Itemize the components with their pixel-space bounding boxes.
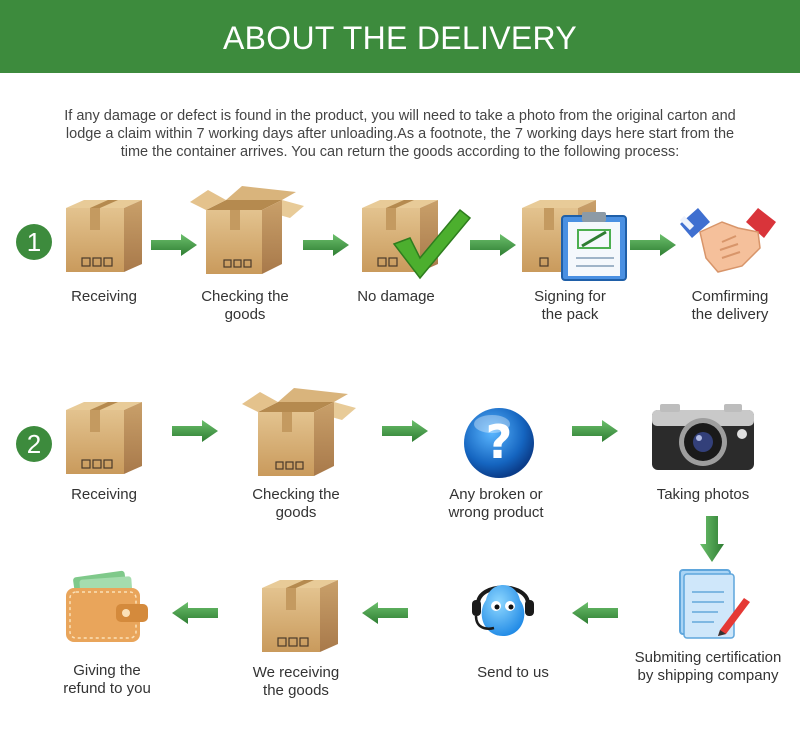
step2-submitting-label: Submiting certification by shipping comp… — [634, 649, 782, 684]
step2-refund-label: Giving the refund to you — [63, 662, 151, 697]
step-confirming-label: Comfirming the delivery — [691, 288, 769, 323]
step2-checking-label: Checking the goods — [252, 486, 340, 521]
arrow-right-icon — [470, 234, 516, 256]
arrow-right-icon — [303, 234, 349, 256]
intro-line-3: time the container arrives. You can retu… — [120, 144, 680, 160]
step2-we-receiving-label: We receiving the goods — [252, 664, 340, 699]
arrow-left-icon — [572, 602, 618, 624]
open-box-icon — [242, 388, 356, 476]
arrow-down-icon — [700, 516, 724, 562]
arrow-left-icon — [172, 602, 218, 624]
camera-icon — [652, 404, 754, 470]
arrow-right-icon — [382, 420, 428, 442]
handshake-icon — [679, 208, 776, 273]
clipboard-sign-icon — [522, 200, 627, 281]
step2-send-label: Send to us — [477, 664, 549, 681]
step2-photos-label: Taking photos — [656, 486, 750, 503]
box-icon — [262, 580, 338, 652]
step-no-damage-label: No damage — [357, 288, 435, 305]
box-icon — [66, 200, 142, 272]
arrow-right-icon — [572, 420, 618, 442]
step2-receiving-label: Receiving — [71, 486, 137, 503]
wallet-icon — [66, 570, 148, 642]
box-checkmark-icon — [362, 200, 472, 280]
arrow-right-icon — [630, 234, 676, 256]
document-pen-icon — [679, 569, 750, 639]
step-checking-label: Checking the goods — [201, 288, 289, 323]
arrow-right-icon — [172, 420, 218, 442]
intro-line-1: If any damage or defect is found in the … — [64, 108, 736, 124]
process-2-badge: 2 — [16, 426, 52, 462]
step-signing-label: Signing for the pack — [534, 288, 606, 323]
box-icon — [66, 402, 142, 474]
arrow-right-icon — [151, 234, 197, 256]
support-headset-icon — [472, 585, 534, 636]
intro-line-2: lodge a claim within 7 working days afte… — [65, 126, 735, 142]
step2-broken-label: Any broken or wrong product — [448, 486, 544, 521]
arrow-left-icon — [362, 602, 408, 624]
intro-text: If any damage or defect is found in the … — [30, 107, 770, 161]
step-receiving-label: Receiving — [71, 288, 137, 305]
question-icon: ? — [464, 408, 534, 478]
svg-text:?: ? — [486, 415, 513, 469]
open-box-icon — [190, 186, 304, 274]
process-1-badge: 1 — [16, 224, 52, 260]
header-banner — [0, 0, 800, 73]
page-title: ABOUT THE DELIVERY — [223, 20, 577, 56]
